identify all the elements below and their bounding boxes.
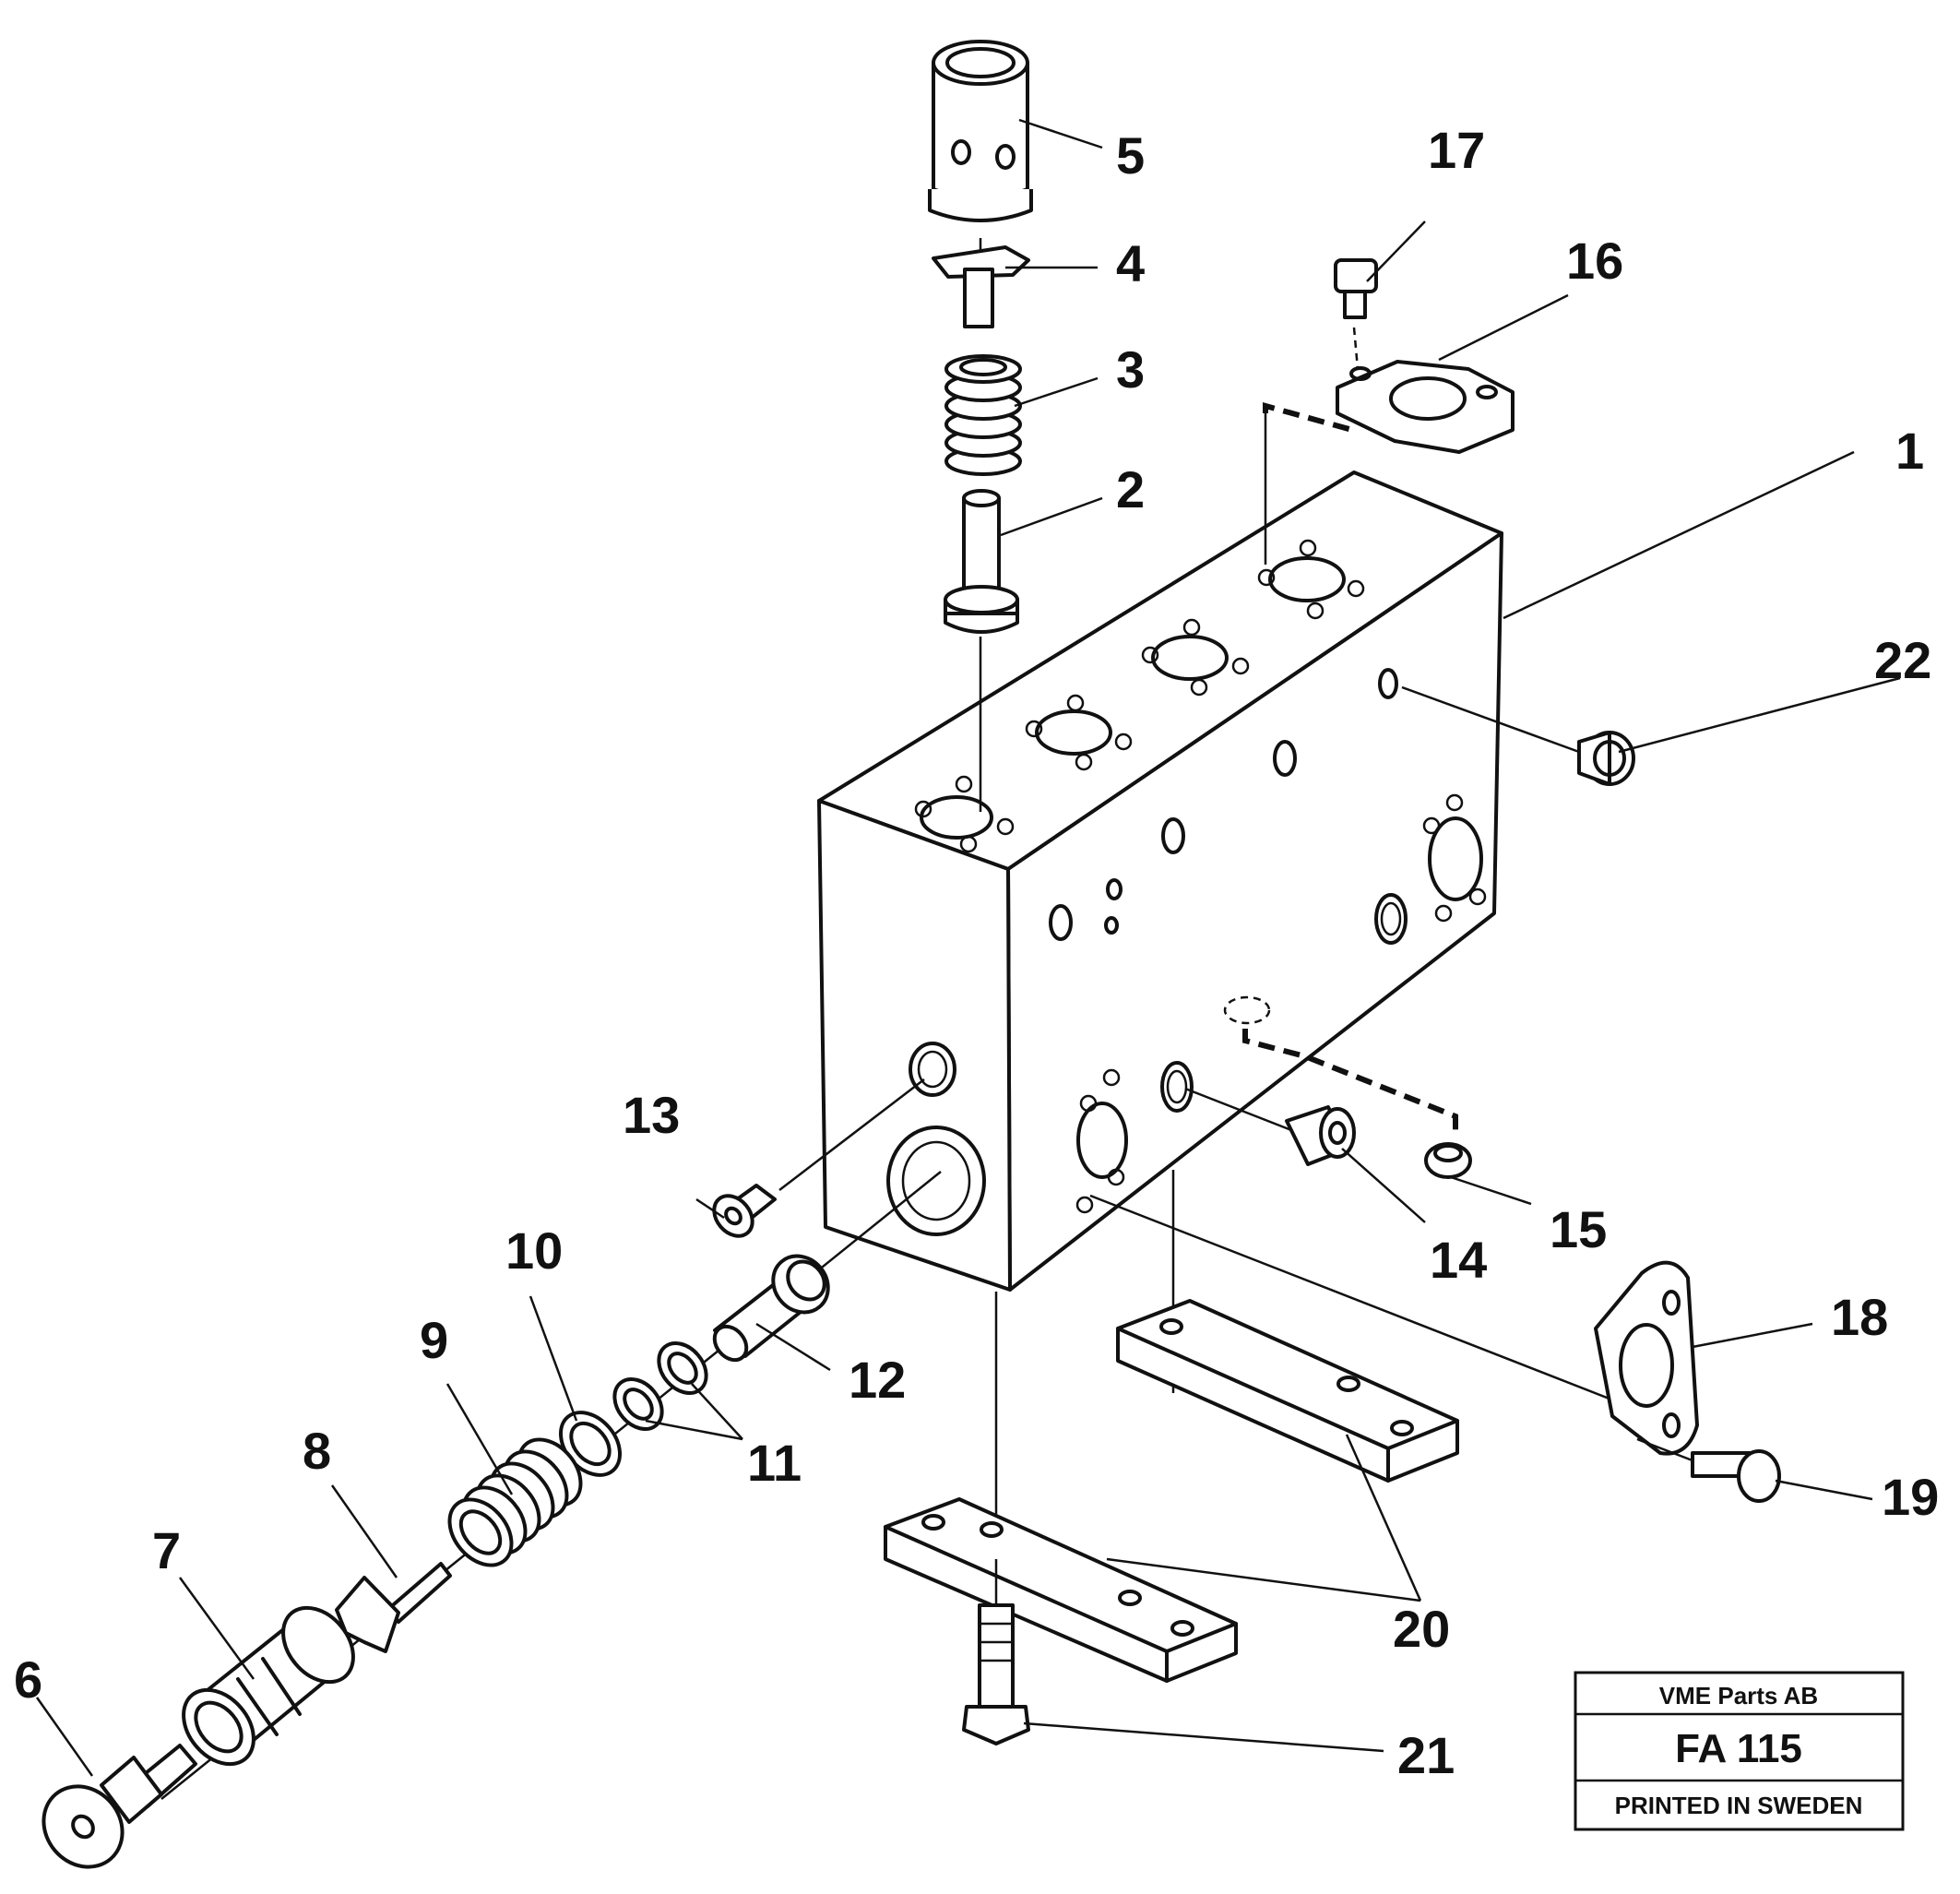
callout-12: 12 (849, 1351, 906, 1409)
callout-10: 10 (505, 1221, 563, 1280)
title-stamp: VME Parts AB FA 115 PRINTED IN SWEDEN (1574, 1671, 1905, 1831)
callout-20: 20 (1393, 1600, 1450, 1658)
callout-numbers: 5 4 3 2 1 22 17 16 18 19 20 21 14 15 13 … (14, 121, 1939, 1784)
part-20-brackets (884, 1170, 1459, 1683)
part-21-screw (962, 1559, 1030, 1745)
part-16-flange (1263, 360, 1515, 565)
part-4-poppet (932, 245, 1030, 328)
part-2-sleeve (944, 489, 1019, 634)
part-13-plug (712, 1078, 925, 1238)
stamp-code: FA 115 (1675, 1726, 1802, 1771)
part-6-plug (42, 1744, 197, 1869)
part-9-spring (447, 1437, 583, 1567)
callout-15: 15 (1550, 1200, 1607, 1258)
part-7-cartridge (182, 1605, 355, 1767)
stamp-company: VME Parts AB (1659, 1682, 1818, 1709)
callout-19: 19 (1882, 1468, 1939, 1526)
valve-stack-angled (42, 1171, 942, 1869)
callout-5: 5 (1116, 126, 1145, 185)
part-5-cartridge (928, 40, 1033, 222)
part-3-spring (944, 354, 1022, 476)
callout-8: 8 (303, 1422, 331, 1480)
part-12-sleeve (712, 1254, 830, 1363)
leader-lines (35, 118, 1901, 1777)
callout-4: 4 (1116, 234, 1145, 292)
callout-9: 9 (420, 1311, 448, 1369)
callout-13: 13 (623, 1086, 680, 1144)
part-8-poppet (335, 1562, 452, 1653)
part-14-plug (1184, 1087, 1356, 1166)
callout-18: 18 (1831, 1288, 1888, 1346)
valve-stack-top (928, 40, 1033, 812)
valve-block (817, 471, 1503, 1292)
callout-22: 22 (1874, 631, 1931, 689)
callout-3: 3 (1116, 340, 1145, 399)
callout-14: 14 (1430, 1231, 1487, 1289)
part-22-plug (1401, 685, 1635, 786)
callout-7: 7 (152, 1521, 181, 1579)
part-18-flange (1089, 1194, 1699, 1456)
part-15-plug (1223, 995, 1472, 1179)
callout-16: 16 (1566, 232, 1623, 290)
part-19-screw (1636, 1437, 1781, 1503)
callout-21: 21 (1397, 1726, 1455, 1784)
callout-11: 11 (747, 1434, 802, 1492)
stamp-printed: PRINTED IN SWEDEN (1615, 1792, 1863, 1819)
callout-17: 17 (1428, 121, 1485, 179)
callout-2: 2 (1116, 460, 1145, 518)
part-11-rings (612, 1341, 708, 1431)
part-17-screw (1334, 258, 1378, 370)
callout-1: 1 (1895, 422, 1924, 480)
callout-6: 6 (14, 1650, 42, 1709)
